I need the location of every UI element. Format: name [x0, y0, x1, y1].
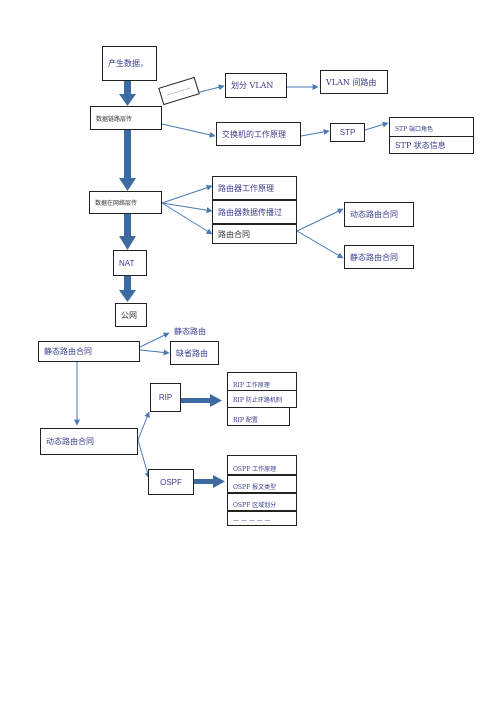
arrow-to-rip: [137, 411, 150, 441]
rip-item1-box: RIP 工作原理: [227, 372, 297, 391]
thick-arrow-3: [119, 214, 136, 250]
arrow-switch-to-stp: [300, 128, 330, 137]
switch-principle-box: 交换机的工作原理: [216, 122, 301, 146]
static-routing-right-box: 静态路由合同: [344, 245, 414, 269]
arrow-to-default-route: [139, 349, 170, 356]
arrow-to-ospf: [137, 439, 151, 479]
arrow-to-dynamic-right: [296, 208, 344, 232]
network-layer-box: 数据在网络层传: [89, 191, 162, 214]
dynamic-routing-right-box: 动态路由合同: [344, 202, 414, 227]
ospf-item4-box: — — — — —: [227, 511, 297, 526]
arrow-to-router-principle: [161, 184, 213, 204]
thick-arrow-2: [119, 130, 136, 191]
vlan-routing-label: VLAN 间路由: [326, 77, 377, 87]
dynamic-routing-right-label: 动态路由合同: [350, 210, 398, 219]
ospf-item4-label: — — — — —: [233, 517, 271, 524]
static-route-text: 静态路由: [174, 327, 206, 336]
rip-item1-label: RIP 工作原理: [233, 382, 270, 389]
dynamic-routing-protocol-label: 动态路由合同: [46, 437, 94, 446]
rip-item2-box: RIP 防止环路机制: [227, 390, 297, 408]
vlan-routing-box: VLAN 间路由: [320, 70, 388, 94]
router-principle-box: 路由器工作原理: [212, 176, 297, 200]
thick-arrow-rip: [181, 394, 222, 407]
ospf-box: OSPF: [148, 469, 194, 495]
ospf-item1-box: OSPF 工作原理: [227, 455, 297, 475]
default-route-box: 缺省路由: [170, 341, 219, 365]
default-route-label: 缺省路由: [176, 348, 208, 358]
public-net-label: 公网: [121, 310, 137, 320]
diagonal-note-label: ————: [165, 83, 193, 99]
rip-item2-label: RIP 防止环路机制: [233, 396, 282, 404]
stp-port-role-box: STP 端口角色: [389, 117, 474, 137]
produce-data-box: 产生数据，: [102, 46, 157, 81]
arrow-to-vlan: [195, 84, 225, 94]
routing-protocol-label: 路由合同: [218, 229, 250, 239]
thick-arrow-4: [119, 276, 136, 302]
nat-box: NAT: [113, 250, 147, 276]
public-net-box: 公网: [115, 303, 147, 327]
ospf-item1-label: OSPF 工作原理: [233, 466, 277, 473]
router-principle-label: 路由器工作原理: [218, 183, 274, 193]
arrow-to-static-right: [296, 230, 344, 259]
rip-box: RIP: [150, 383, 181, 412]
vlan-divide-label: 划分 VLAN: [231, 81, 274, 90]
ospf-item3-label: OSPF 区域划分: [233, 502, 277, 509]
arrow-to-router-forward: [161, 202, 213, 214]
rip-item3-box: RIP 配置: [227, 407, 290, 426]
arrow-to-switch: [161, 123, 216, 138]
stp-state-label: STP 状态信息: [395, 140, 446, 150]
routing-protocol-box: 路由合同: [212, 224, 297, 244]
dynamic-routing-protocol-box: 动态路由合同: [40, 428, 138, 455]
router-forward-box: 路由器数据传播过: [212, 200, 297, 224]
stp-port-role-label: STP 端口角色: [395, 126, 434, 133]
arrow-to-routing-protocol: [161, 202, 213, 235]
network-layer-label: 数据在网络层传: [95, 200, 138, 207]
nat-label: NAT: [119, 258, 135, 268]
arrow-to-static-route: [139, 332, 170, 348]
produce-data-label: 产生数据，: [108, 59, 148, 68]
static-routing-right-label: 静态路由合同: [350, 252, 398, 262]
vlan-divide-box: 划分 VLAN: [225, 73, 287, 98]
thick-arrow-ospf: [194, 475, 225, 488]
rip-item3-label: RIP 配置: [233, 417, 258, 424]
data-link-layer-label: 数据链路层传: [96, 115, 133, 123]
ospf-item2-label: OSPF 报文类型: [233, 484, 277, 491]
data-link-layer-box: 数据链路层传: [90, 106, 162, 130]
stp-state-box: STP 状态信息: [389, 136, 474, 154]
router-forward-label: 路由器数据传播过: [218, 207, 282, 217]
static-routing-protocol-label: 静态路由合同: [44, 347, 92, 356]
stp-box: STP: [330, 123, 365, 142]
ospf-item2-box: OSPF 报文类型: [227, 475, 297, 493]
switch-principle-label: 交换机的工作原理: [222, 129, 286, 139]
ospf-label: OSPF: [160, 477, 182, 487]
arrow-stp-to-roles: [364, 121, 389, 131]
thick-arrow-1: [119, 80, 136, 106]
rip-label: RIP: [158, 393, 173, 402]
stp-label: STP: [339, 128, 356, 137]
ospf-item3-box: OSPF 区域划分: [227, 493, 297, 511]
static-routing-protocol-box: 静态路由合同: [38, 341, 140, 362]
